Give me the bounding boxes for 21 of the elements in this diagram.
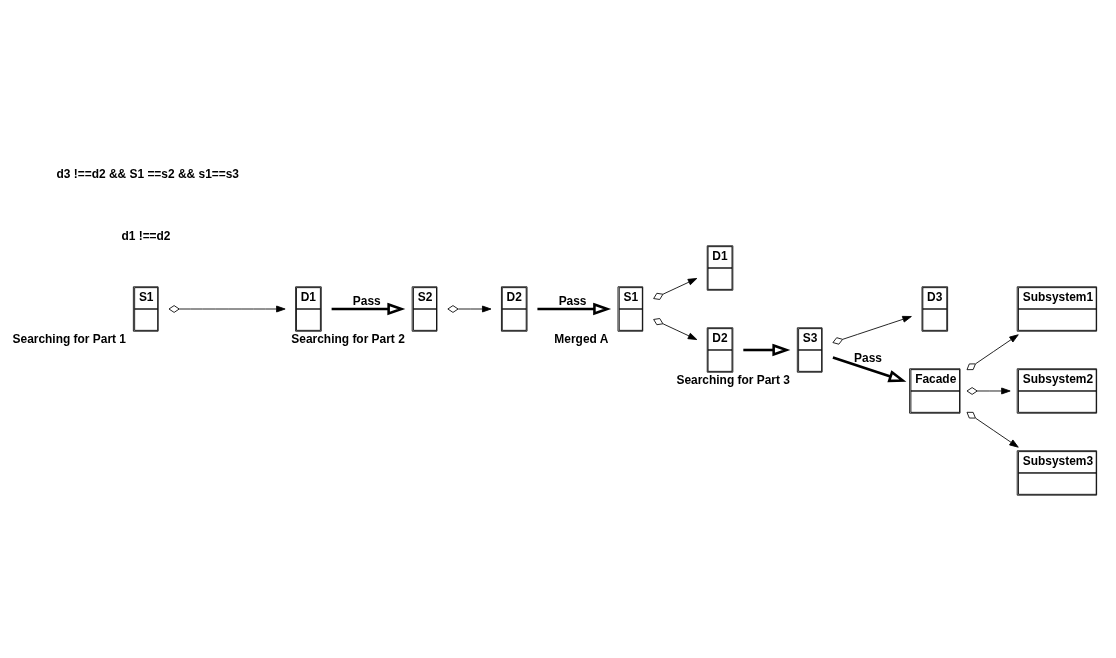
node-label: Merged A [554, 331, 609, 346]
arrow [168, 304, 286, 313]
node-label: Searching for Part 1 [12, 331, 126, 346]
node-label: Searching for Part 2 [291, 331, 405, 346]
arrow [331, 302, 406, 315]
arrow [653, 317, 698, 340]
label: d3 !==d2 && S1 ==s2 && s1==s3 [56, 166, 239, 181]
edge-label: Pass [558, 293, 587, 308]
node-label: Searching for Part 3 [676, 372, 790, 387]
edge-label: Pass [854, 350, 882, 365]
arrow [966, 386, 1011, 395]
arrow [832, 355, 907, 382]
arrow [447, 304, 492, 313]
arrow [966, 411, 1019, 448]
arrow [653, 277, 698, 300]
arrow [832, 315, 912, 345]
arrow [966, 333, 1019, 370]
arrow [537, 302, 612, 315]
edge-label: Pass [352, 293, 381, 308]
arrow [743, 343, 791, 356]
label: d1 !==d2 [121, 228, 171, 243]
